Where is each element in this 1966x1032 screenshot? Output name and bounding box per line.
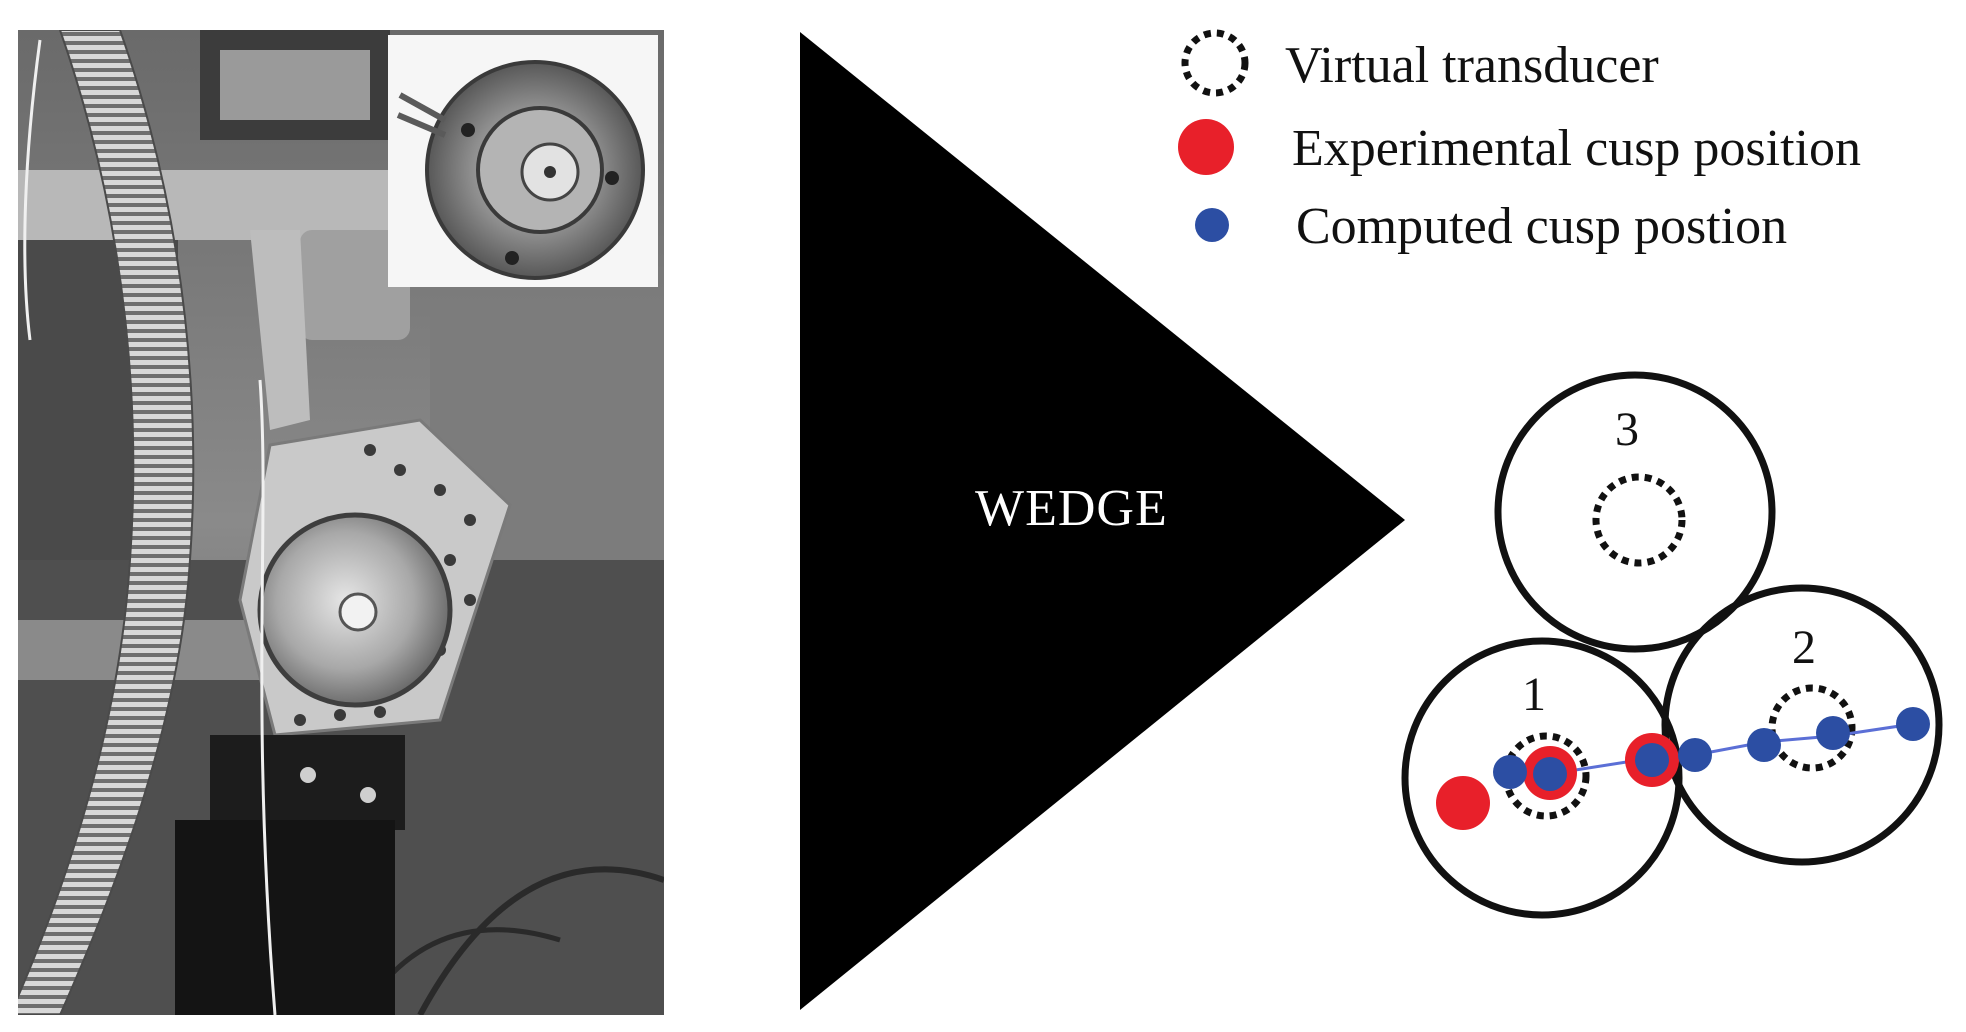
computed-cusp-points bbox=[1493, 707, 1930, 791]
computed-cusp-point bbox=[1635, 743, 1669, 777]
transducer-3-virtual bbox=[1592, 473, 1686, 567]
transducer-3-label: 3 bbox=[1615, 403, 1639, 456]
computed-cusp-point bbox=[1533, 757, 1567, 791]
legend-virtual-transducer-label: Virtual transducer bbox=[1285, 37, 1659, 94]
computed-cusp-point bbox=[1493, 755, 1527, 789]
computed-cusp-point bbox=[1678, 738, 1712, 772]
computed-cusp-point bbox=[1747, 728, 1781, 762]
transducer-1: 1 bbox=[1401, 637, 1683, 919]
computed-cusp-point bbox=[1816, 716, 1850, 750]
transducer-1-virtual bbox=[1502, 732, 1590, 820]
experimental-cusp-point bbox=[1436, 776, 1490, 830]
legend-computed-label: Computed cusp postion bbox=[1296, 198, 1787, 255]
legend-computed-marker bbox=[1195, 208, 1229, 242]
transducer-1-outline bbox=[1401, 637, 1683, 919]
legend-experimental-label: Experimental cusp position bbox=[1292, 120, 1861, 177]
transducer-3: 3 bbox=[1494, 371, 1776, 653]
transducer-2-virtual bbox=[1768, 684, 1856, 772]
legend-virtual-transducer-marker bbox=[1181, 29, 1249, 97]
wedge-label: WEDGE bbox=[975, 480, 1168, 537]
transducer-1-label: 1 bbox=[1522, 668, 1546, 721]
transducer-3-outline bbox=[1494, 371, 1776, 653]
wedge-triangle bbox=[800, 32, 1405, 1010]
transducer-2-label: 2 bbox=[1792, 621, 1816, 674]
legend: Virtual transducer Experimental cusp pos… bbox=[1178, 29, 1861, 255]
legend-experimental-marker bbox=[1178, 119, 1234, 175]
computed-cusp-point bbox=[1896, 707, 1930, 741]
